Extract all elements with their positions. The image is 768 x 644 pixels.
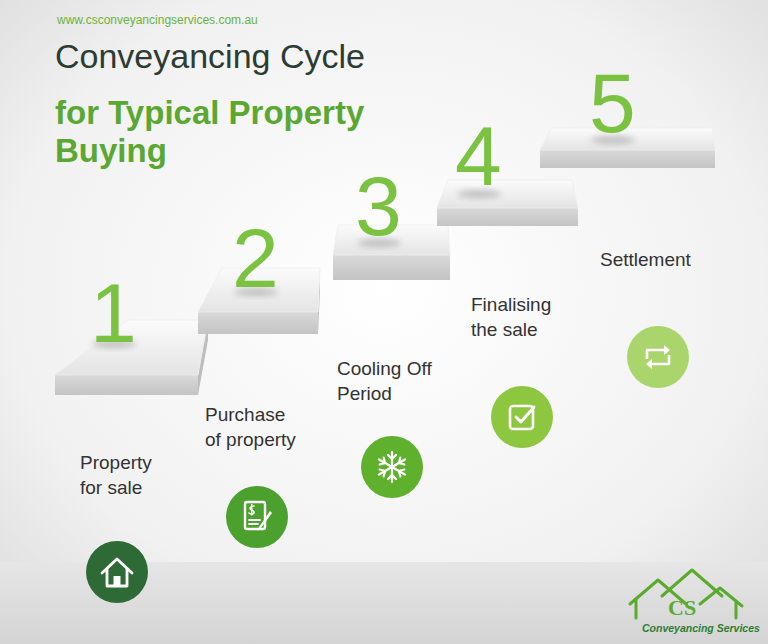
stair-step: 2Purchase of property: [198, 268, 320, 334]
slab-front: [437, 208, 578, 226]
slab-front: [333, 255, 450, 280]
check-icon: [491, 386, 553, 448]
step-label: Property for sale: [80, 450, 165, 500]
subtitle: for Typical Property Buying: [55, 94, 455, 170]
logo-mark: CS: [668, 596, 696, 620]
step-label: Finalising the sale: [471, 292, 571, 342]
slab-front: [198, 312, 318, 334]
slab-front: [540, 150, 715, 168]
step-number: 5: [589, 61, 636, 145]
step-number: 1: [90, 271, 137, 355]
step-number: 3: [355, 164, 402, 248]
step-label: Cooling Off Period: [337, 356, 447, 406]
contract-icon: [226, 486, 288, 548]
house-icon: [86, 541, 148, 603]
snowflake-icon: [361, 436, 423, 498]
refresh-icon: [627, 326, 689, 388]
step-label: Purchase of property: [205, 402, 301, 452]
step-number: 2: [232, 216, 279, 300]
step-label: Settlement: [600, 247, 691, 272]
website-url: www.csconveyancingservices.com.au: [57, 13, 258, 27]
slab-front: [55, 375, 198, 395]
stair-step: 5Settlement: [540, 128, 715, 168]
step-number: 4: [455, 114, 502, 198]
title: Conveyancing Cycle: [55, 36, 365, 76]
stair-step: 4Finalising the sale: [437, 180, 578, 226]
logo-name: Conveyancing Services: [642, 622, 760, 635]
stair-step: 3Cooling Off Period: [333, 225, 450, 280]
stair-step: 1Property for sale: [55, 320, 208, 395]
